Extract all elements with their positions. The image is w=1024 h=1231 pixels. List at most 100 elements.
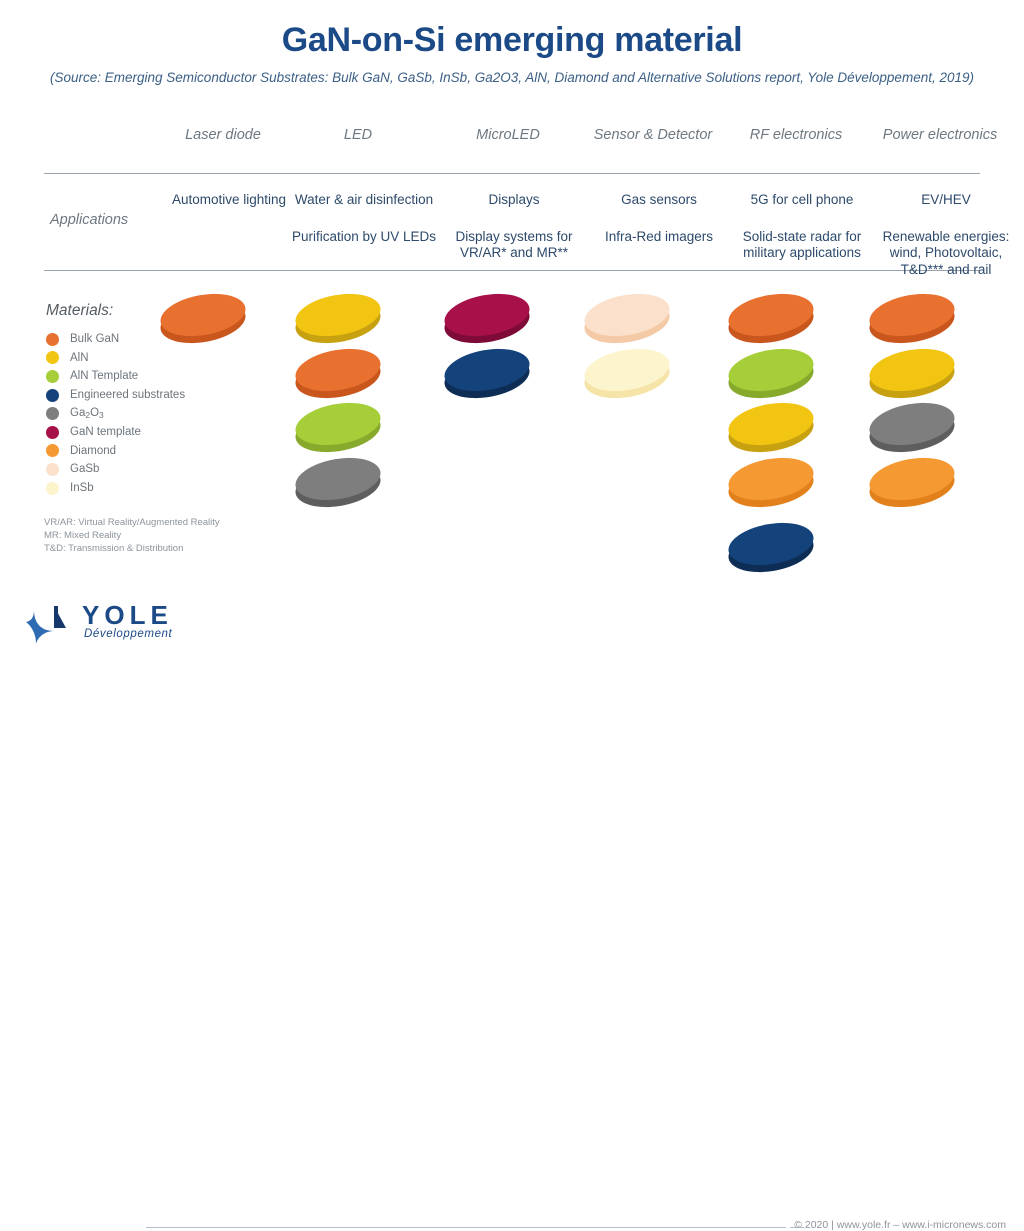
yole-tagline: Développement (84, 628, 173, 640)
legend-swatch-icon (46, 369, 59, 383)
wafer-disc-face (725, 451, 817, 507)
wafer-disc (866, 342, 958, 405)
cell-line-2: Display systems for VR/AR* and MR** (455, 228, 573, 261)
legend-item-label: Diamond (70, 444, 117, 457)
wafer-disc-edge (441, 349, 533, 405)
wafer-disc-edge (866, 458, 958, 514)
row-label-applications: Applications (50, 212, 129, 228)
wafer-disc-face (725, 342, 817, 398)
legend-swatch-icon (46, 444, 59, 458)
yole-wordmark: YOLE (82, 600, 173, 630)
wafer-disc (866, 396, 958, 459)
table-rule-bottom (44, 270, 980, 271)
wafer-disc-edge (292, 458, 384, 514)
wafer-disc-face (441, 342, 533, 398)
column-header-laser-diode: Laser diode (185, 127, 261, 143)
wafer-disc-edge (725, 294, 817, 350)
footnotes: VR/AR: Virtual Reality/Augmented Reality… (44, 516, 220, 555)
applications-table: Laser diode LED MicroLED Sensor & Detect… (44, 126, 1009, 277)
legend-swatch-icon (46, 351, 59, 365)
wafer-disc (292, 396, 384, 459)
wafer-disc (441, 287, 533, 350)
legend-title: Materials: (46, 302, 114, 319)
cell-line-1: Automotive lighting (171, 192, 287, 207)
wafer-disc (441, 342, 533, 405)
wafer-disc-face (866, 396, 958, 452)
cell-line-2: Infra-Red imagers (604, 228, 714, 244)
wafer-disc (725, 396, 817, 459)
wafer-disc-face (292, 287, 384, 343)
legend-item-label: GaSb (70, 463, 100, 476)
cell-microled: Displays Display systems for VR/AR* and … (440, 174, 588, 262)
legend-item-label: AlN (70, 351, 89, 364)
legend-item-aln-tpl: AlN Template (46, 367, 226, 386)
wafer-disc (725, 342, 817, 405)
legend-item-diamond: Diamond (46, 442, 226, 461)
wafer-disc-edge (725, 403, 817, 459)
wafer-disc-face (581, 342, 673, 398)
cell-line-2: Renewable energies: wind, Photovoltaic, … (882, 228, 1010, 277)
wafer-disc (292, 451, 384, 514)
wafer-disc-face (866, 451, 958, 507)
cell-line-1: Displays (488, 192, 540, 207)
wafer-disc-face (866, 342, 958, 398)
footer-divider (146, 1227, 786, 1228)
wafer-disc-edge (292, 349, 384, 405)
legend-swatch-icon (46, 481, 59, 495)
legend-swatch-icon (46, 407, 59, 421)
wafer-disc-edge (581, 294, 673, 350)
legend-item-label: Engineered substrates (70, 389, 186, 402)
wafer-disc-edge (725, 458, 817, 514)
wafer-disc-edge (866, 403, 958, 459)
wafer-disc (866, 451, 958, 514)
wafer-disc-face (292, 396, 384, 452)
wafer-disc (725, 287, 817, 350)
yole-logo[interactable]: YOLE Développement (24, 598, 184, 648)
cell-line-2: Solid-state radar for military applicati… (742, 228, 862, 261)
cell-line-2: Purification by UV LEDs (291, 228, 437, 244)
legend-item-ga2o3: Ga2O3 (46, 404, 226, 423)
legend-item-label: Bulk GaN (70, 333, 120, 346)
wafer-disc-edge (292, 403, 384, 459)
cell-line-1: Gas sensors (621, 192, 697, 207)
table-rule-top (44, 173, 980, 174)
wafer-disc-face (725, 516, 817, 572)
wafer-disc-face (866, 287, 958, 343)
column-header-microled: MicroLED (476, 127, 540, 143)
wafer-disc (292, 342, 384, 405)
legend-item-aln: AlN (46, 349, 226, 368)
wafer-disc-edge (292, 294, 384, 350)
wafer-disc (725, 516, 817, 579)
wafer-disc-edge (866, 349, 958, 405)
wafer-disc-face (441, 287, 533, 343)
column-header-sensor-detector: Sensor & Detector (593, 127, 713, 143)
wafer-disc (725, 451, 817, 514)
legend-item-insb: InSb (46, 479, 226, 498)
legend-item-bulk-gan: Bulk GaN (46, 330, 226, 349)
copyright-text: © 2020 | www.yole.fr – www.i-micronews.c… (794, 1219, 1006, 1231)
wafer-disc-face (725, 287, 817, 343)
cell-rf-electronics: 5G for cell phone Solid-state radar for … (730, 174, 874, 262)
legend-swatch-icon (46, 462, 59, 476)
column-header-led: LED (343, 127, 373, 143)
legend-item-label: GaN template (70, 426, 141, 439)
cell-line-1: 5G for cell phone (750, 192, 854, 207)
wafer-disc-edge (441, 294, 533, 350)
wafer-disc-face (725, 396, 817, 452)
wafer-disc (581, 342, 673, 405)
wafer-disc-face (581, 287, 673, 343)
footnote-line: MR: Mixed Reality (44, 530, 122, 541)
page-footer: YOLE Développement © 2020 | www.yole.fr … (0, 594, 1024, 1231)
cell-led: Water & air disinfection Purification by… (288, 174, 440, 245)
wafer-disc (581, 287, 673, 350)
legend-item-gan-tpl: GaN template (46, 423, 226, 442)
source-caption: (Source: Emerging Semiconductor Substrat… (50, 70, 974, 85)
wafer-disc-edge (725, 349, 817, 405)
column-header-power-electronics: Power electronics (882, 127, 998, 143)
legend-item-label: Ga2O3 (70, 407, 104, 421)
legend-item-eng-sub: Engineered substrates (46, 386, 226, 405)
table-header-row: Laser diode LED MicroLED Sensor & Detect… (44, 126, 997, 144)
legend-swatch-icon (46, 332, 59, 346)
